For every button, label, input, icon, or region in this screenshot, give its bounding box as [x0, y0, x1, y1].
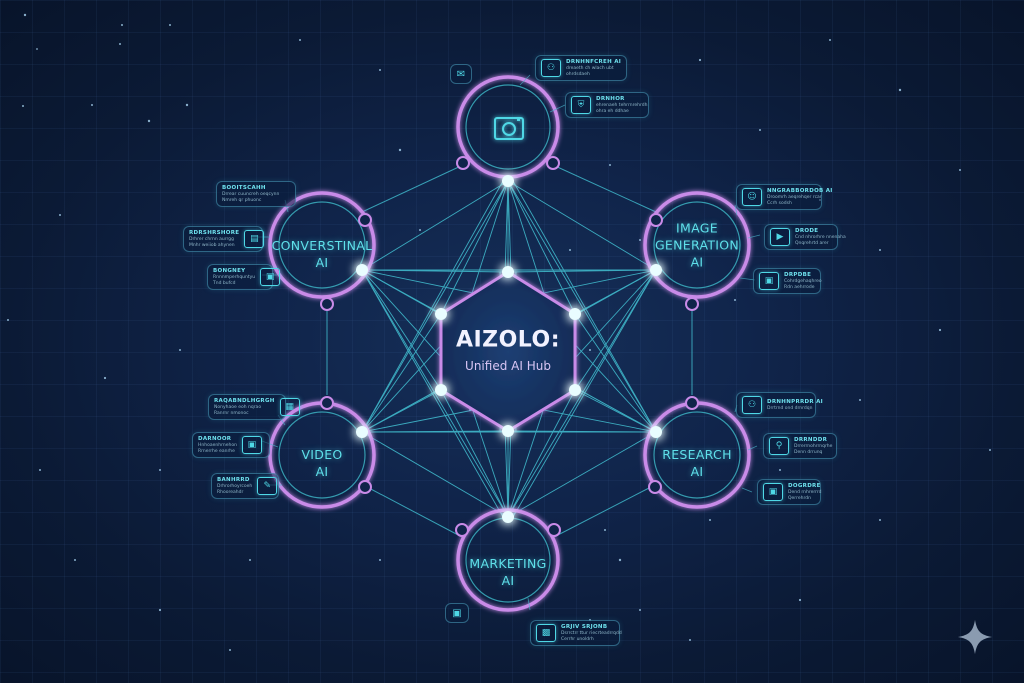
user-icon: ☺ [742, 188, 762, 206]
node-image-generation-ai[interactable]: IMAGE GENERATION AI [654, 220, 740, 270]
image-icon: ▦ [279, 398, 300, 416]
briefcase-icon: ▣ [260, 268, 281, 286]
node-video-ai[interactable]: VIDEO AI [301, 447, 343, 479]
node-research-ai[interactable]: RESEARCH AI [662, 447, 732, 479]
team-icon: ⚇ [742, 396, 762, 414]
folder-icon: ▣ [759, 272, 779, 290]
ring-connectors [320, 156, 699, 537]
outer-links [326, 164, 693, 538]
stars [7, 13, 991, 651]
chart-icon: ▤ [244, 230, 265, 248]
video-icon: ▶ [770, 228, 790, 246]
clipboard-icon: ✎ [257, 477, 278, 495]
camera-icon [494, 117, 524, 140]
hub-title: AIZOLO: [455, 327, 561, 353]
sparkle-icon [957, 619, 993, 655]
briefcase-icon: ▣ [445, 603, 469, 623]
node-conversational-ai[interactable]: CONVERSTINAL AI [271, 238, 373, 270]
glow-nodes [356, 175, 662, 523]
presentation-icon: ▩ [536, 624, 556, 642]
team-icon: ⚇ [541, 59, 561, 77]
calendar-icon: ▣ [763, 483, 783, 501]
node-rings [268, 75, 751, 612]
briefcase-icon: ▣ [241, 436, 262, 454]
hub-subtitle: Unified AI Hub [465, 359, 551, 373]
node-marketing-ai[interactable]: MARKETING AI [469, 556, 547, 588]
shield-icon: ⛨ [571, 96, 591, 114]
document-search-icon: ⚲ [769, 437, 789, 455]
chat-icon: ✉ [450, 64, 472, 84]
